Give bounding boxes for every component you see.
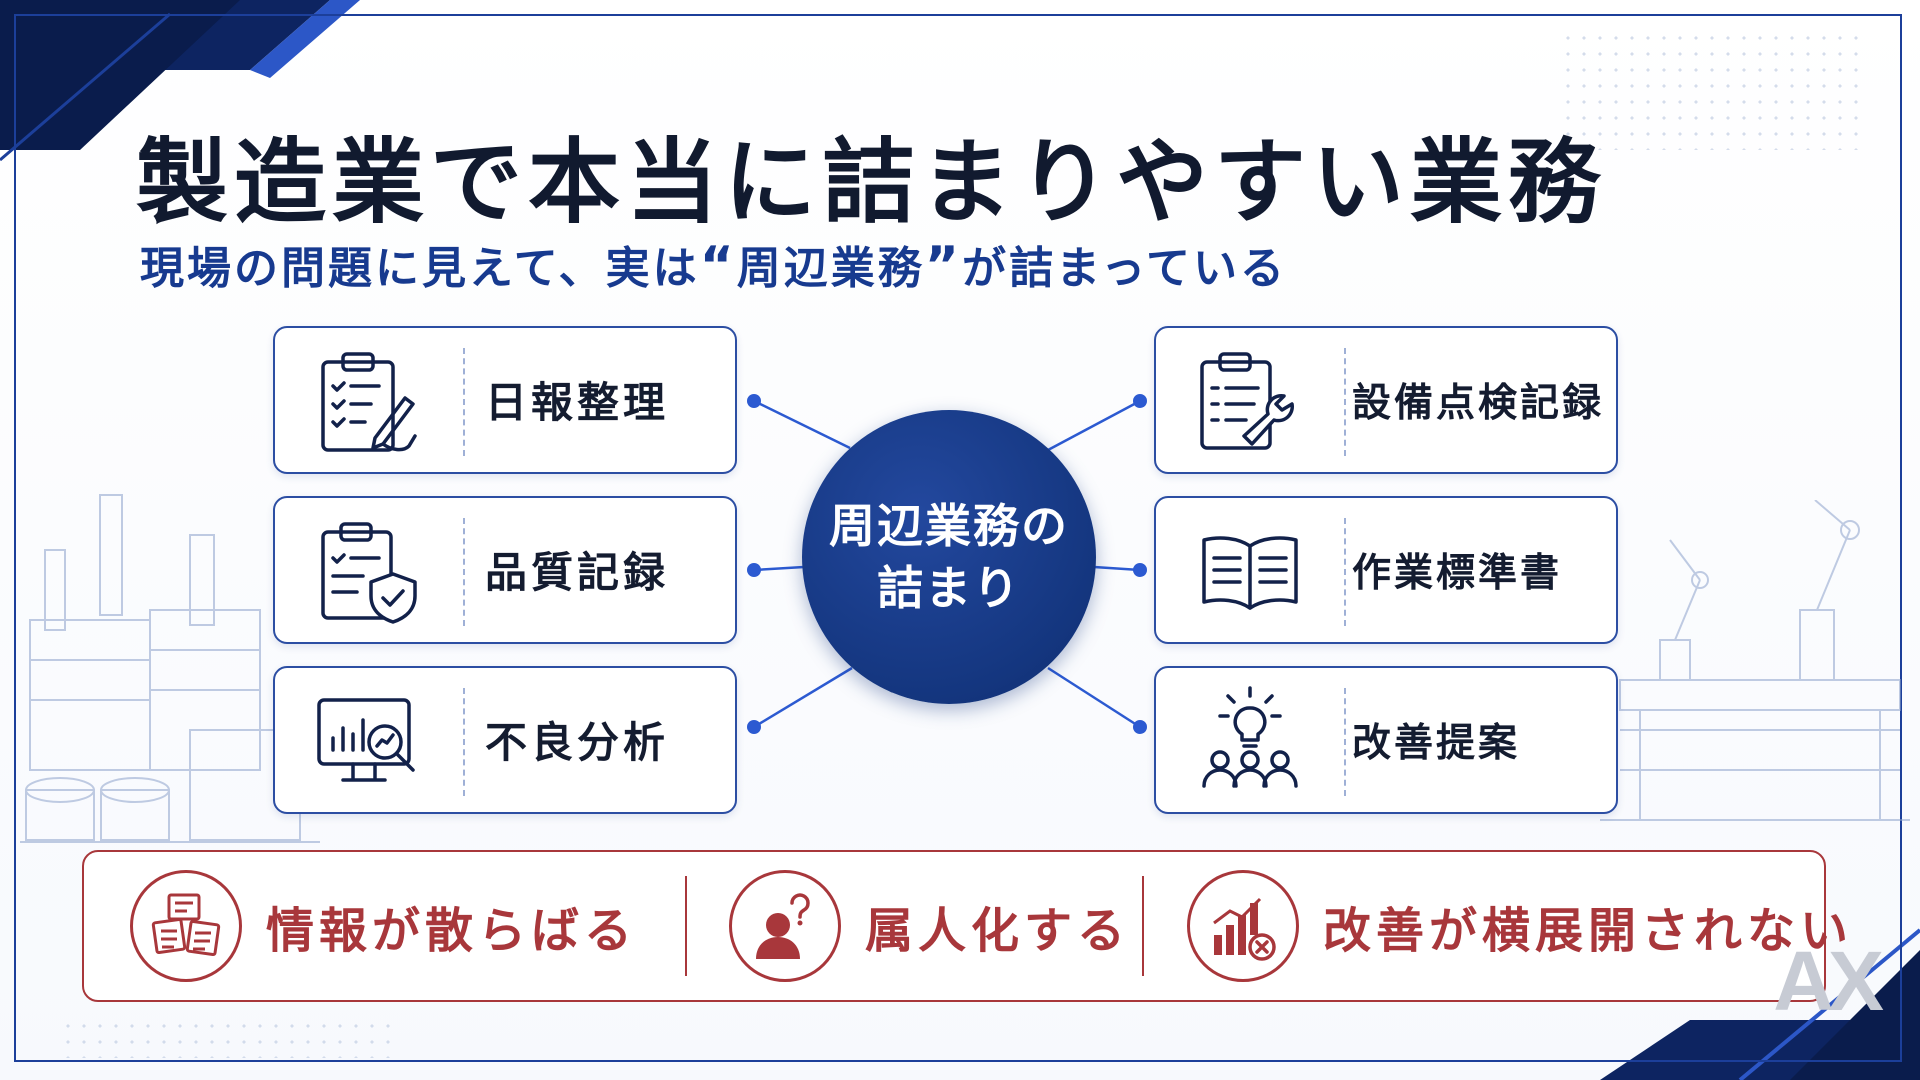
- robot-arm-illustration-icon: [1600, 500, 1910, 821]
- card-separator: [463, 688, 465, 796]
- clipboard-wrench-icon: [1200, 352, 1294, 450]
- dot-pattern-bottom-left: [60, 1018, 400, 1058]
- issues-panel: 情報が散らばる 属人化する: [82, 850, 1848, 1002]
- card-improvement-proposal: 改善提案: [1154, 666, 1618, 814]
- scattered-documents-icon: [130, 869, 242, 982]
- card-separator: [1344, 348, 1346, 456]
- subtitle-emphasis: 周辺業務: [736, 243, 925, 294]
- card-daily-report: 日報整理: [273, 326, 737, 474]
- subtitle-close-quote: ”: [924, 236, 962, 296]
- lightbulb-team-icon: [1202, 686, 1298, 788]
- card-work-standard: 作業標準書: [1154, 496, 1618, 644]
- card-separator: [1344, 688, 1346, 796]
- card-quality-record: 品質記録: [273, 496, 737, 644]
- corner-decoration-bottom-right: [1600, 928, 1920, 1080]
- issue-divider: [685, 876, 687, 976]
- clipboard-shield-icon: [321, 522, 417, 624]
- slide-frame: [14, 14, 1902, 1062]
- card-label: 設備点検記録: [1352, 380, 1605, 426]
- clipboard-pen-icon: [321, 352, 417, 452]
- page-title: 製造業で本当に詰まりやすい業務: [136, 129, 1607, 236]
- subtitle-before: 現場の問題に見えて、実は: [140, 243, 700, 294]
- card-label: 改善提案: [1352, 720, 1521, 766]
- chart-blocked-icon: [1187, 869, 1299, 982]
- issue-not-spread-horizontally: 改善が横展開されない: [1187, 852, 1853, 999]
- hub-line-1: 周辺業務の: [829, 499, 1069, 553]
- central-hub: 周辺業務の 詰まり: [802, 410, 1096, 704]
- card-label: 作業標準書: [1352, 550, 1563, 596]
- card-label: 不良分析: [485, 718, 670, 767]
- issue-divider: [1142, 876, 1144, 976]
- open-book-icon: [1202, 536, 1298, 610]
- card-label: 品質記録: [485, 548, 670, 597]
- hub-line-2: 詰まり: [877, 561, 1021, 615]
- corner-decoration-top-left: [0, 0, 360, 162]
- issue-person-dependent: 属人化する: [729, 852, 1130, 999]
- subtitle-open-quote: “: [699, 236, 737, 296]
- issue-label: 情報が散らばる: [266, 902, 638, 959]
- page-subtitle: 現場の問題に見えて、実は“周辺業務”が詰まっている: [140, 232, 1287, 296]
- issue-label: 改善が横展開されない: [1323, 902, 1854, 959]
- dot-pattern-top-right: [1560, 30, 1860, 150]
- card-label: 日報整理: [485, 378, 670, 427]
- monitor-chart-search-icon: [317, 698, 415, 782]
- factory-illustration-icon: [20, 494, 320, 843]
- card-separator: [463, 518, 465, 626]
- subtitle-after: が詰まっている: [961, 243, 1288, 294]
- issue-information-scattered: 情報が散らばる: [130, 852, 637, 999]
- card-separator: [463, 348, 465, 456]
- person-question-icon: [729, 869, 841, 982]
- card-separator: [1344, 518, 1346, 626]
- card-equipment-inspection: 設備点検記録: [1154, 326, 1618, 474]
- ax-logo: AX: [1773, 934, 1884, 1028]
- card-defect-analysis: 不良分析: [273, 666, 737, 814]
- issue-label: 属人化する: [865, 902, 1131, 959]
